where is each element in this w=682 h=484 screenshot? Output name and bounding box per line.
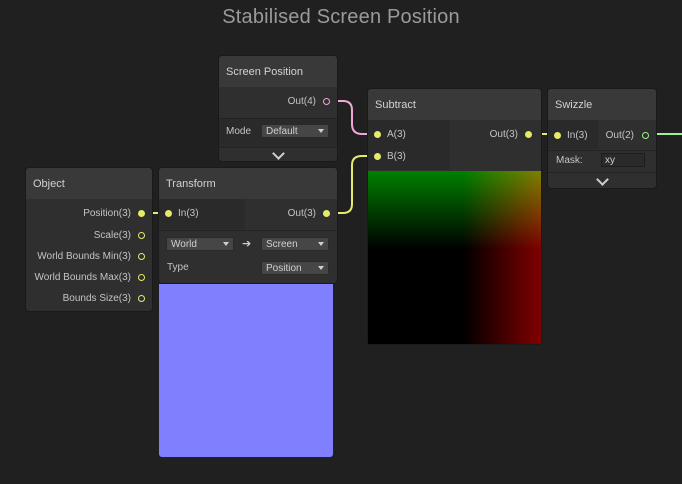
node-title[interactable]: Screen Position [219, 56, 337, 87]
port-label: Out(2) [605, 129, 634, 141]
port-label: Out(3) [489, 128, 518, 140]
transform-preview [159, 284, 333, 457]
node-title[interactable]: Swizzle [548, 89, 656, 120]
from-space-value: World [171, 238, 197, 250]
mask-label: Mask: [556, 155, 583, 166]
mask-input[interactable]: xy [601, 153, 645, 167]
input-panel [159, 199, 245, 229]
input-panel [368, 120, 450, 170]
object-node[interactable]: Object Position(3) Scale(3) World Bounds… [26, 168, 152, 311]
swizzle-node[interactable]: Swizzle In(3) Out(2) Mask: xy [548, 89, 656, 188]
caret-down-icon [318, 266, 324, 270]
out-port-row[interactable]: World Bounds Max(3) [26, 269, 145, 285]
input-row[interactable]: In(3) [554, 127, 588, 143]
out-port-row[interactable]: Out(3) [450, 126, 532, 142]
divider [548, 150, 656, 151]
divider [548, 172, 656, 173]
wire-transform-subtract-b[interactable] [327, 155, 378, 214]
out-port-row[interactable]: Bounds Size(3) [26, 290, 145, 306]
subtract-preview-svg [368, 171, 541, 344]
out-port-row[interactable]: Out(3) [245, 205, 330, 221]
output-port-icon[interactable] [642, 131, 649, 139]
out-port-row[interactable]: Out(2) [598, 127, 649, 143]
node-title[interactable]: Transform [159, 168, 337, 199]
input-port-icon[interactable] [554, 131, 561, 139]
divider [219, 147, 337, 148]
to-space-value: Screen [266, 238, 298, 250]
node-title[interactable]: Object [26, 168, 152, 199]
input-row[interactable]: In(3) [165, 205, 199, 221]
output-port-icon[interactable] [138, 209, 145, 217]
group-title[interactable]: Stabilised Screen Position [222, 6, 460, 28]
type-value: Position [266, 262, 302, 274]
output-port-icon[interactable] [138, 273, 145, 281]
screen-position-node[interactable]: Screen Position Out(4) Mode Default [219, 56, 337, 161]
out-port-row[interactable]: Scale(3) [26, 227, 145, 243]
port-label: Scale(3) [93, 229, 131, 241]
caret-down-icon [223, 242, 229, 246]
wire-screenpos-subtract-a[interactable] [327, 100, 378, 135]
port-label: B(3) [387, 150, 406, 162]
out-port-row[interactable]: Out(4) [219, 93, 330, 109]
mode-dropdown[interactable]: Default [261, 124, 329, 138]
chevron-down-icon[interactable] [596, 173, 609, 186]
port-label: Bounds Size(3) [62, 292, 131, 304]
output-port-icon[interactable] [323, 97, 330, 105]
subtract-node[interactable]: Subtract A(3) B(3) Out(3) [368, 89, 541, 344]
input-port-icon[interactable] [165, 209, 172, 217]
output-port-icon[interactable] [138, 294, 145, 302]
type-dropdown[interactable]: Position [261, 261, 329, 275]
port-label: World Bounds Max(3) [34, 271, 131, 283]
output-port-icon[interactable] [323, 209, 330, 217]
input-port-icon[interactable] [374, 130, 381, 138]
mode-label: Mode [226, 126, 252, 137]
port-label: In(3) [567, 129, 588, 141]
port-label: World Bounds Min(3) [37, 250, 131, 262]
port-label: Out(4) [287, 95, 316, 107]
from-space-dropdown[interactable]: World [166, 237, 234, 251]
node-title[interactable]: Subtract [368, 89, 541, 120]
type-label: Type [167, 262, 189, 273]
divider [219, 118, 337, 119]
divider [159, 230, 337, 231]
transform-node[interactable]: Transform In(3) Out(3) World ➔ Screen Ty… [159, 168, 337, 283]
out-port-row[interactable]: World Bounds Min(3) [26, 248, 145, 264]
chevron-down-icon[interactable] [272, 147, 285, 160]
preview-image [368, 171, 541, 344]
output-port-icon[interactable] [138, 252, 145, 260]
input-b-row[interactable]: B(3) [374, 148, 406, 164]
caret-down-icon [318, 242, 324, 246]
out-port-row[interactable]: Position(3) [26, 205, 145, 221]
port-label: Out(3) [287, 207, 316, 219]
input-port-icon[interactable] [374, 152, 381, 160]
output-port-icon[interactable] [138, 231, 145, 239]
input-a-row[interactable]: A(3) [374, 126, 406, 142]
port-label: In(3) [178, 207, 199, 219]
arrow-right-icon: ➔ [242, 238, 252, 250]
output-port-icon[interactable] [525, 130, 532, 138]
port-label: Position(3) [83, 207, 131, 219]
mask-value: xy [605, 154, 615, 166]
to-space-dropdown[interactable]: Screen [261, 237, 329, 251]
mode-value: Default [266, 125, 298, 137]
port-label: A(3) [387, 128, 406, 140]
caret-down-icon [318, 129, 324, 133]
